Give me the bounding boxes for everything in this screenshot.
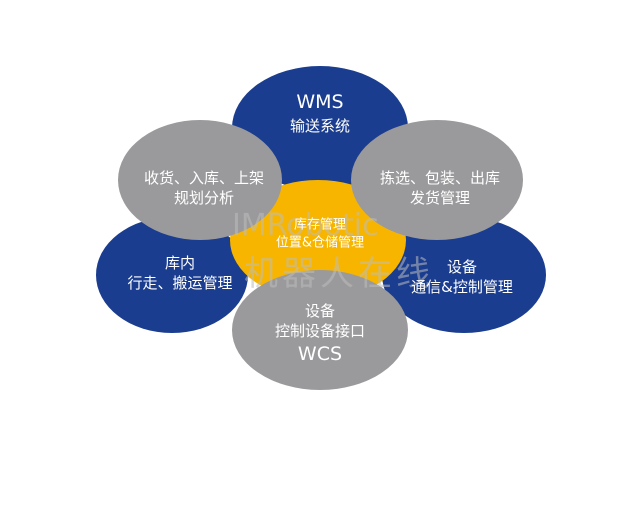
receiving-line1: 收货、入库、上架 [143, 168, 265, 187]
picking-petal [351, 120, 523, 240]
inventory-internal-line1: 库内 [164, 253, 196, 272]
equipment-comm-line2: 通信&控制管理 [411, 278, 513, 296]
center-line2: 位置&仓储管理 [275, 235, 365, 250]
wms-title: WMS [296, 91, 344, 114]
wcs-line2: 控制设备接口 [274, 322, 366, 341]
inventory-internal-petal [96, 217, 248, 333]
inventory-center [230, 180, 406, 300]
wcs-petal [232, 270, 408, 390]
picking-line1: 拣选、包装、出库 [379, 168, 501, 187]
wcs-line1: 设备 [304, 301, 336, 320]
wcs-title: WCS [297, 342, 343, 365]
equipment-comm-petal [382, 217, 546, 333]
center-label: 库存管理 位置&仓储管理 [276, 216, 364, 251]
inventory-internal-line2: 行走、搬运管理 [127, 274, 233, 292]
wms-subtitle: 输送系统 [289, 116, 351, 135]
wcs-label: 设备 控制设备接口 WCS [275, 301, 365, 367]
picking-label: 拣选、包装、出库 发货管理 [380, 168, 500, 209]
receiving-line2: 规划分析 [173, 189, 235, 207]
receiving-petal [118, 120, 282, 240]
receiving-label: 收货、入库、上架 规划分析 [144, 168, 264, 209]
equipment-comm-line1: 设备 [446, 257, 478, 276]
inventory-internal-label: 库内 行走、搬运管理 [127, 253, 232, 294]
picking-line2: 发货管理 [409, 189, 471, 207]
wms-label: WMS 输送系统 [290, 90, 350, 136]
equipment-comm-label: 设备 通信&控制管理 [411, 257, 513, 298]
center-line1: 库存管理 [293, 217, 347, 233]
